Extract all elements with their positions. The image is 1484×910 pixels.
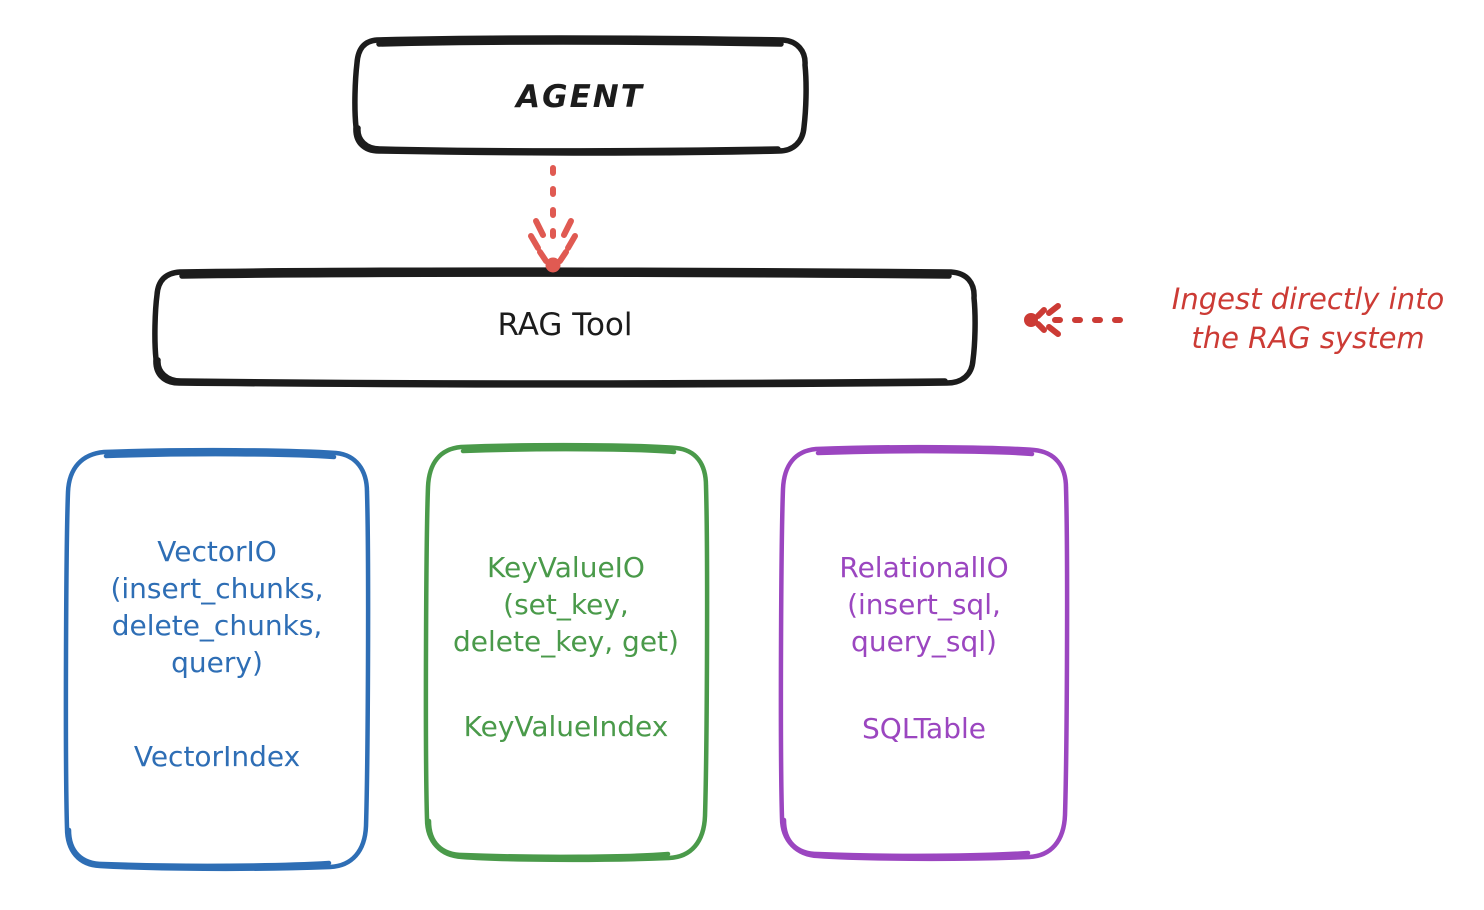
agent-to-rag-arrow: [528, 165, 578, 273]
ingest-note-arrow: [1024, 303, 1125, 337]
vector-io-card-outline: [63, 447, 371, 872]
rag-tool-box-outline: [152, 267, 978, 388]
key-value-io-card-outline: [423, 442, 710, 863]
relational-io-card-outline: [778, 444, 1070, 862]
agent-box-outline: [352, 35, 809, 156]
